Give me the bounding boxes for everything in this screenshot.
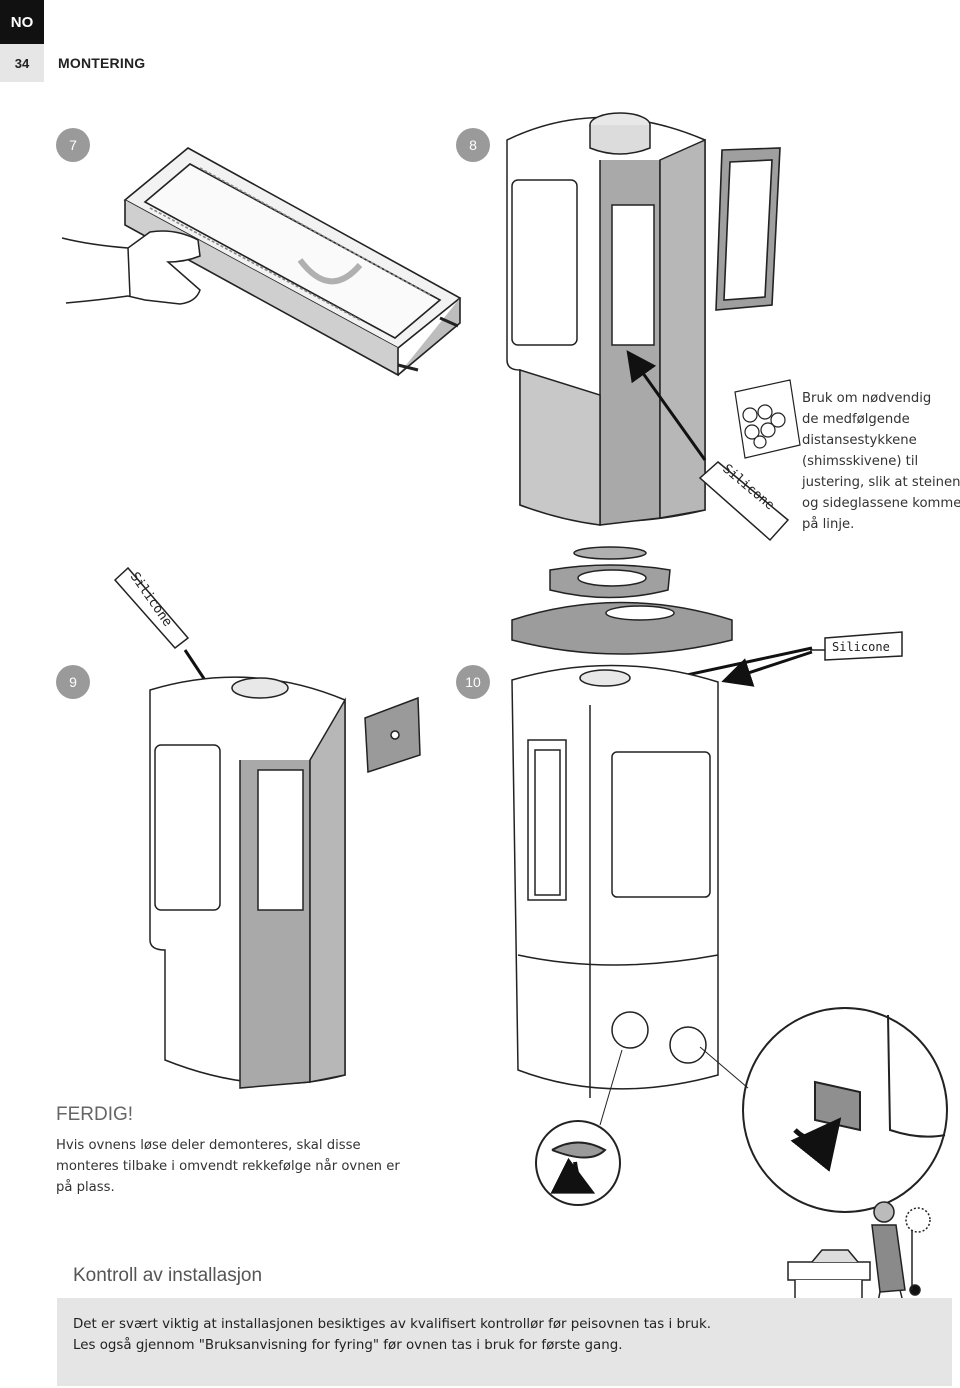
shim-note-line: justering, slik at steinene bbox=[802, 475, 960, 490]
page-number: 34 bbox=[0, 44, 44, 82]
silicone-tube-10: Silicone bbox=[810, 631, 903, 661]
ferdig-text: Hvis ovnens løse deler demonteres, skal … bbox=[56, 1135, 400, 1198]
ferdig-line: på plass. bbox=[56, 1180, 115, 1195]
detail-circle-left bbox=[535, 1049, 623, 1206]
shim-note-line: og sideglassene kommer bbox=[802, 496, 960, 511]
shim-note-line: Bruk om nødvendig bbox=[802, 391, 932, 406]
shim-note-line: de medfølgende bbox=[802, 412, 910, 427]
section-title: MONTERING bbox=[58, 55, 146, 71]
step-7-marker: 7 bbox=[56, 128, 90, 162]
language-tab: NO bbox=[0, 0, 44, 44]
ferdig-line: Hvis ovnens løse deler demonteres, skal … bbox=[56, 1138, 361, 1153]
top-stone-9 bbox=[364, 696, 421, 774]
stove-8-illustration bbox=[506, 112, 706, 526]
svg-text:8: 8 bbox=[469, 137, 477, 153]
ferdig-heading: FERDIG! bbox=[56, 1104, 134, 1125]
shim-note: Bruk om nødvendig de medfølgende distans… bbox=[802, 388, 960, 535]
svg-text:7: 7 bbox=[69, 137, 77, 153]
kontroll-text: Det er svært viktig at installasjonen be… bbox=[73, 1314, 711, 1356]
top-ring-parts bbox=[511, 546, 733, 655]
hand-illustration bbox=[61, 230, 201, 305]
shim-note-line: distansestykkene bbox=[802, 433, 917, 448]
kontroll-box bbox=[57, 1298, 952, 1386]
step-10-marker: 10 bbox=[456, 665, 490, 699]
shim-note-line: på linje. bbox=[802, 517, 855, 532]
step-9-marker: 9 bbox=[56, 665, 90, 699]
svg-text:10: 10 bbox=[465, 674, 481, 690]
stove-10-illustration bbox=[511, 664, 719, 1098]
silicone-label-10: Silicone bbox=[832, 640, 890, 654]
ferdig-line: monteres tilbake i omvendt rekkefølge nå… bbox=[56, 1159, 400, 1174]
detail-circle-right bbox=[699, 1007, 948, 1213]
stove-9-illustration bbox=[149, 676, 346, 1089]
silicone-tube-8: Silicone bbox=[698, 461, 790, 542]
silicone-tube-9: Silicone bbox=[113, 566, 190, 650]
side-glass-illustration bbox=[715, 147, 781, 311]
svg-text:9: 9 bbox=[69, 674, 77, 690]
kontroll-heading: Kontroll av installasjon bbox=[73, 1265, 263, 1286]
step-8-marker: 8 bbox=[456, 128, 490, 162]
shim-bag-illustration bbox=[734, 379, 801, 459]
shim-note-line: (shimsskivene) til bbox=[802, 454, 919, 469]
kontroll-line: Det er svært viktig at installasjonen be… bbox=[73, 1317, 711, 1332]
kontroll-line: Les også gjennom "Bruksanvisning for fyr… bbox=[73, 1338, 623, 1353]
